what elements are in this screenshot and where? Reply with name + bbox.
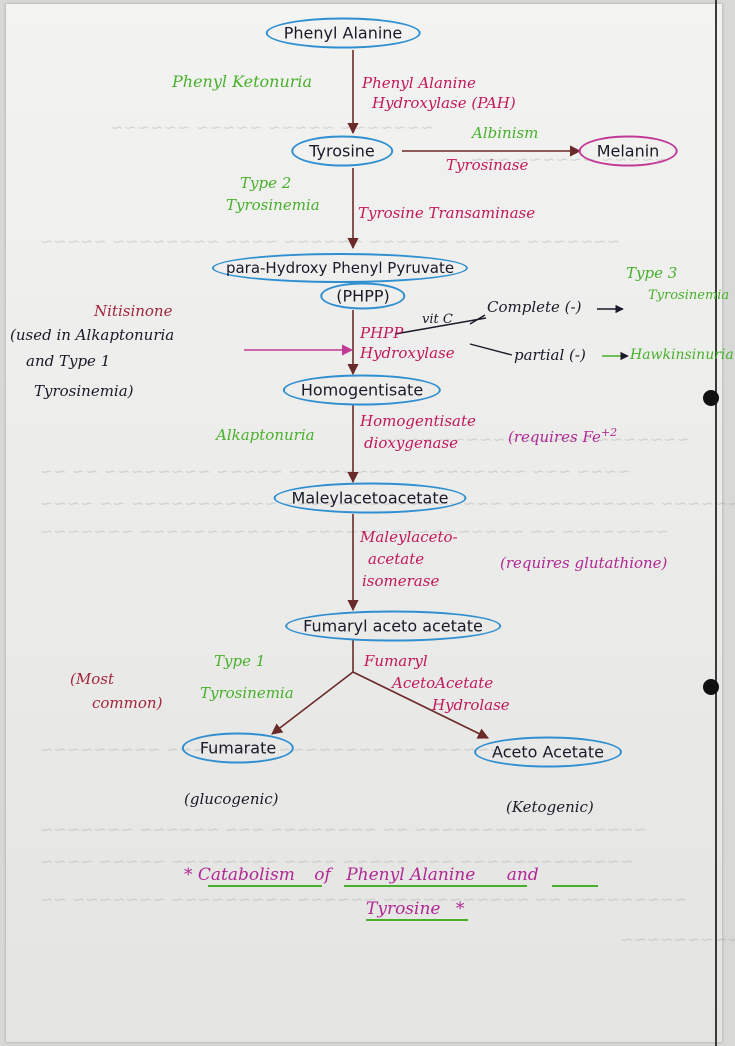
node-tyrosine: Tyrosine — [291, 135, 393, 167]
arrow-partial — [469, 343, 513, 356]
disorder-albinism: Albinism — [472, 124, 539, 142]
enzyme-tyrosinase: Tyrosinase — [446, 156, 529, 174]
disorder-type2-line2: Tyrosinemia — [226, 196, 320, 214]
enzyme-isomerase-line1: Maleylaceto- — [360, 528, 458, 546]
title-of: of — [314, 865, 331, 885]
node-maleylacetoacetate: Maleylacetoacetate — [273, 482, 467, 514]
note-vitc: vit C — [422, 312, 453, 327]
enzyme-phpp-hydroxylase-line1: PHPP — [360, 324, 404, 342]
title-catabolism: Catabolism — [197, 865, 295, 885]
note-complete: Complete (-) — [487, 298, 582, 316]
node-phenylalanine: Phenyl Alanine — [265, 17, 421, 49]
node-acetoacetate: Aceto Acetate — [474, 736, 622, 768]
enzyme-phpp-hydroxylase-line2: Hydroxylase — [360, 344, 455, 362]
note-most-common-line2: common) — [92, 694, 163, 712]
disorder-type3-line2: Tyrosinemia — [648, 288, 730, 303]
margin-line — [715, 0, 717, 1046]
enzyme-pah-line1: Phenyl Alanine — [362, 74, 476, 92]
node-phpp: para-Hydroxy Phenyl Pyruvate — [211, 253, 469, 283]
note-requires-glutathione: (requires glutathione) — [500, 554, 668, 572]
disorder-alkaptonuria: Alkaptonuria — [216, 426, 315, 444]
enzyme-fah-line1: Fumaryl — [364, 652, 428, 670]
arrow-to-acetoacetate — [352, 671, 490, 739]
note-nitisinone-line2: (used in Alkaptonuria — [10, 326, 175, 344]
node-fumarate: Fumarate — [181, 732, 295, 764]
note-fe-charge: +2 — [600, 426, 618, 439]
title-star-2: * — [455, 899, 465, 919]
enzyme-pah-line2: Hydroxylase (PAH) — [372, 94, 516, 112]
note-glucogenic: (glucogenic) — [184, 790, 279, 808]
note-nitisinone-line3: and Type 1 — [26, 352, 111, 370]
note-partial: partial (-) — [514, 346, 586, 364]
enzyme-hgd-line2: dioxygenase — [364, 434, 459, 452]
disorder-type3-line1: Type 3 — [626, 264, 678, 282]
title-tyrosine: Tyrosine — [366, 899, 441, 919]
node-fumarylacetoacetate: Fumaryl aceto acetate — [285, 610, 501, 642]
notebook-page — [6, 4, 722, 1042]
node-phpp-abbr: (PHPP) — [320, 282, 406, 310]
enzyme-fah-line3: Hydrolase — [432, 696, 510, 714]
enzyme-hgd-line1: Homogentisate — [360, 412, 476, 430]
binder-hole — [703, 679, 719, 695]
note-requires-fe: (requires Fe+2 — [508, 426, 617, 448]
note-nitisinone-line1: Nitisinone — [94, 302, 173, 320]
arrow-to-fumarate — [271, 671, 354, 735]
title-line1: * Catabolism of Phenyl Alanine and — [184, 864, 539, 886]
note-requires-fe-text: (requires Fe — [508, 428, 601, 446]
title-and: and — [506, 865, 539, 885]
note-nitisinone-line4: Tyrosinemia) — [34, 382, 134, 400]
enzyme-fah-line2: AcetoAcetate — [392, 674, 494, 692]
enzyme-isomerase-line2: acetate — [368, 550, 425, 568]
note-most-common-line1: (Most — [70, 670, 114, 688]
title-line2: Tyrosine * — [366, 898, 464, 920]
enzyme-isomerase-line3: isomerase — [362, 572, 440, 590]
disorder-type1-line2: Tyrosinemia — [200, 684, 294, 702]
disorder-type1-line1: Type 1 — [214, 652, 266, 670]
note-ketogenic: (Ketogenic) — [506, 798, 594, 816]
title-star-1: * — [184, 865, 193, 885]
node-melanin: Melanin — [578, 135, 678, 167]
disorder-pku: Phenyl Ketonuria — [172, 72, 313, 91]
enzyme-transaminase: Tyrosine Transaminase — [358, 204, 536, 222]
arrow-complete — [469, 314, 486, 325]
node-homogentisate: Homogentisate — [282, 374, 442, 406]
vitc-line — [394, 317, 487, 335]
disorder-type2-line1: Type 2 — [240, 174, 292, 192]
disorder-hawkinsinuria: Hawkinsinuria — [630, 347, 734, 363]
binder-hole — [703, 390, 719, 406]
title-phenylalanine: Phenyl Alanine — [346, 865, 476, 885]
